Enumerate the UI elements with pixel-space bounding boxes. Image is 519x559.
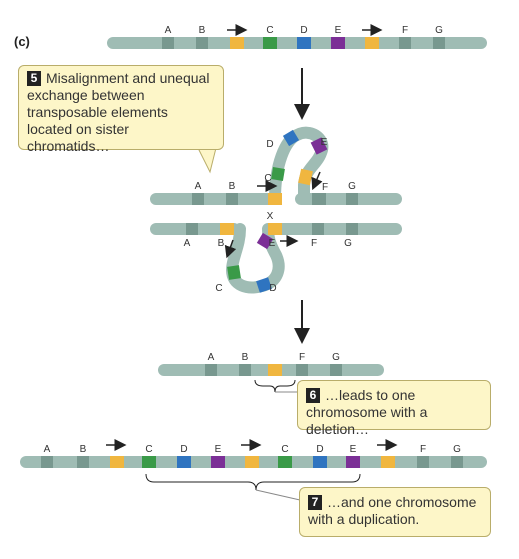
gene-label-C: C: [264, 173, 271, 184]
gene-label-B: B: [229, 181, 236, 192]
gene-label-D: D: [269, 283, 276, 294]
deletion-bracket: [254, 379, 296, 393]
leader-line: [255, 489, 301, 501]
gene-label-D: D: [300, 25, 307, 36]
gene-label-B: B: [80, 444, 87, 455]
gene-label-G: G: [348, 181, 356, 192]
duplication-chromosome: A B C D E C D E F G: [20, 439, 487, 501]
gene-label-G: G: [332, 352, 340, 363]
gene-label-F: F: [322, 182, 328, 193]
gene-label-F: F: [402, 25, 408, 36]
te-orientation-arrow: [311, 171, 323, 191]
gene-label-E: E: [350, 444, 357, 455]
panel-label: (c): [14, 34, 30, 49]
gene-label-B: B: [199, 25, 206, 36]
callout-step-7: 7…and one chromosome with a duplication.: [299, 487, 491, 537]
upper-sister-chromatid: A B C D E F G: [150, 126, 402, 205]
callout-text: Misalignment and unequal exchange betwee…: [27, 70, 210, 154]
lower-sister-chromatid: A B C D E F G: [150, 223, 402, 294]
gene-label-C: C: [266, 25, 273, 36]
gene-label-G: G: [344, 238, 352, 249]
crossover-mark: X: [267, 211, 274, 222]
gene-label-C: C: [145, 444, 152, 455]
gene-label-D: D: [266, 139, 273, 150]
callout-step-6: 6…leads to one chromosome with a deletio…: [297, 380, 491, 437]
gene-label-E: E: [215, 444, 222, 455]
gene-label-G: G: [435, 25, 443, 36]
step-badge: 5: [27, 71, 41, 86]
gene-label-F: F: [311, 238, 317, 249]
gene-label-D: D: [180, 444, 187, 455]
gene-label-D: D: [316, 444, 323, 455]
step-badge: 6: [306, 388, 320, 403]
te-orientation-arrow: [224, 239, 237, 259]
gene-label-E: E: [269, 238, 276, 249]
step-badge: 7: [308, 495, 322, 510]
deletion-chromosome: A B F G: [158, 352, 384, 393]
callout-text: …and one chromosome with a duplication.: [308, 494, 477, 527]
gene-label-A: A: [195, 181, 202, 192]
gene-label-A: A: [208, 352, 215, 363]
original-chromosome: A B C D E F G: [107, 24, 487, 49]
gene-label-F: F: [299, 352, 305, 363]
gene-label-G: G: [453, 444, 461, 455]
gene-label-E: E: [335, 25, 342, 36]
gene-label-B: B: [218, 238, 225, 249]
gene-label-A: A: [184, 238, 191, 249]
gene-label-B: B: [242, 352, 249, 363]
gene-label-A: A: [165, 25, 172, 36]
gene-label-E: E: [321, 137, 328, 148]
gene-label-C: C: [281, 444, 288, 455]
gene-label-C: C: [215, 283, 222, 294]
gene-label-F: F: [420, 444, 426, 455]
gene-label-A: A: [44, 444, 51, 455]
callout-pointer: [197, 147, 217, 174]
callout-text: …leads to one chromosome with a deletion…: [306, 387, 428, 437]
